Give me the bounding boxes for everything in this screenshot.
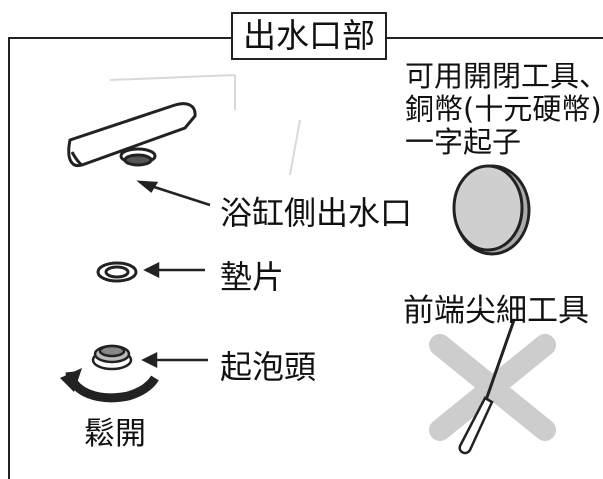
aerator-icon bbox=[91, 344, 133, 371]
coin-icon bbox=[452, 164, 531, 256]
prohibited-x-icon bbox=[429, 334, 556, 441]
spout-outlet-label: 浴缸側出水口 bbox=[220, 194, 413, 232]
aerator-arrow bbox=[141, 351, 208, 369]
usable-tools-text: 可用開閉工具、 銅幣(十元硬幣)、 一字起子 bbox=[405, 60, 603, 159]
gasket-label: 墊片 bbox=[220, 258, 285, 296]
loosen-arrow-icon bbox=[60, 368, 159, 403]
usable-tools-line-3: 一字起子 bbox=[405, 125, 522, 159]
spout-outlet bbox=[67, 102, 197, 168]
sharp-tool-label: 前端尖細工具 bbox=[403, 293, 589, 329]
gasket-arrow bbox=[143, 261, 205, 279]
screwdriver-icon bbox=[458, 319, 516, 455]
usable-tools-line-2: 銅幣(十元硬幣)、 bbox=[405, 92, 603, 126]
faucet-body bbox=[109, 74, 301, 176]
page-title: 出水口部 bbox=[231, 12, 387, 60]
gasket-icon bbox=[96, 261, 138, 283]
usable-tools-line-1: 可用開閉工具、 bbox=[405, 59, 603, 93]
loosen-label: 鬆開 bbox=[84, 416, 146, 452]
spout-arrow bbox=[136, 180, 211, 207]
aerator-label: 起泡頭 bbox=[220, 348, 317, 386]
